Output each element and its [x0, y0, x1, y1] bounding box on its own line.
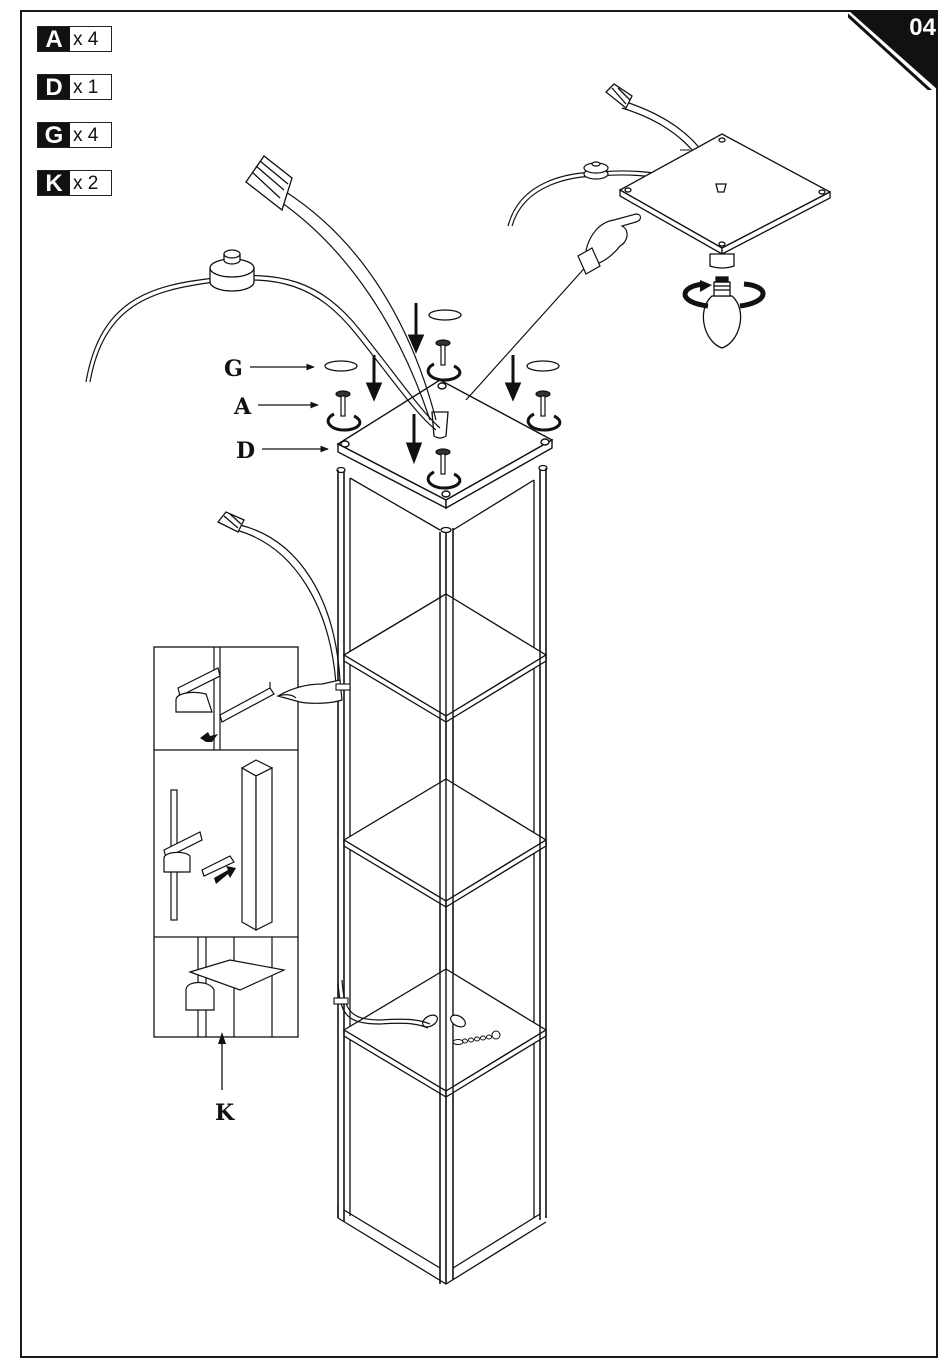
pointing-hand-icon	[578, 214, 641, 274]
plate-detail	[620, 134, 830, 268]
light-bulb	[703, 277, 740, 348]
plug-connector	[218, 512, 244, 532]
plug-connector	[606, 84, 632, 108]
cable-clip-k	[334, 998, 348, 1004]
callout-label-g: G	[224, 356, 243, 382]
inline-switch	[584, 162, 608, 179]
callout-label-k: K	[215, 1100, 235, 1126]
cable-clip-k	[336, 684, 350, 690]
callout-label-a: A	[233, 394, 252, 420]
inline-switch	[210, 250, 254, 291]
detail-leader-line	[466, 262, 590, 400]
callout-label-d: D	[236, 438, 255, 464]
rotate-arrow-head	[700, 280, 712, 292]
shelf-tower	[337, 466, 547, 1285]
plug-connector	[246, 156, 292, 210]
